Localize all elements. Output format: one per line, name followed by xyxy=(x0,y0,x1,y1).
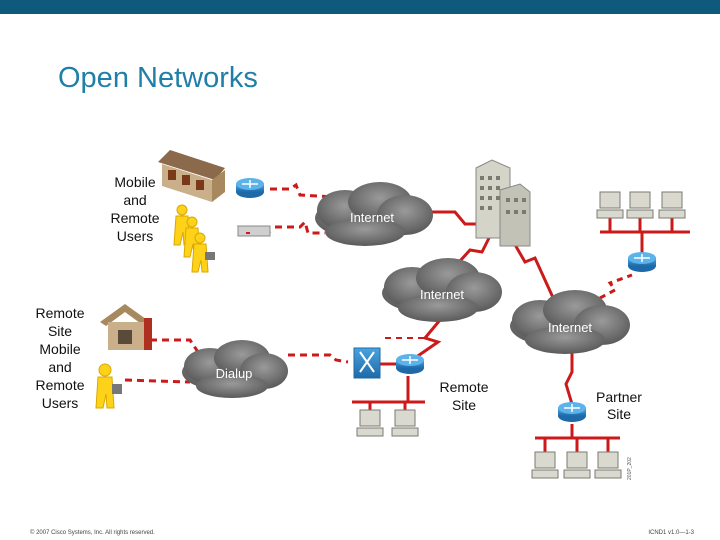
svg-text:and: and xyxy=(48,359,71,375)
link-hq-to-internet-right xyxy=(508,235,557,303)
cloud-icon-dialup: Dialup xyxy=(182,340,288,398)
svg-text:Site: Site xyxy=(607,406,631,422)
label-remote-site-center: Remote Site xyxy=(439,379,488,413)
branch-office-icon xyxy=(158,150,225,202)
cloud-label-internet-right: Internet xyxy=(548,320,592,335)
link-partner-dashed xyxy=(599,273,633,300)
building-icon xyxy=(475,159,531,247)
router-icon-partner xyxy=(558,402,586,422)
svg-text:Remote: Remote xyxy=(35,377,84,393)
svg-text:Mobile: Mobile xyxy=(114,174,155,190)
cloud-label-internet-middle: Internet xyxy=(420,287,464,302)
user-icon-group-top xyxy=(173,204,209,273)
svg-text:Site: Site xyxy=(48,323,72,339)
house-icon xyxy=(100,304,152,350)
label-partner-site: Partner Site xyxy=(596,389,642,422)
svg-text:Remote: Remote xyxy=(110,210,159,226)
svg-text:Partner: Partner xyxy=(596,389,642,405)
svg-text:Remote: Remote xyxy=(439,379,488,395)
workstation-icon-group-partner xyxy=(531,451,622,479)
svg-text:Users: Users xyxy=(42,395,79,411)
cloud-label-dialup: Dialup xyxy=(216,366,253,381)
workstation-icon-group-hq xyxy=(596,191,686,219)
router-icon-remote-site xyxy=(396,354,424,374)
link-internet-mid-to-remote-router xyxy=(411,319,442,362)
header-bar xyxy=(0,0,720,14)
link-branch-to-router xyxy=(270,182,336,199)
page-title: Open Networks xyxy=(58,62,258,94)
network-links xyxy=(124,182,690,452)
modem-icon xyxy=(236,225,272,237)
cloud-icon-internet-right: Internet xyxy=(510,290,630,354)
firewall-icon xyxy=(353,347,381,379)
router-icon-branch xyxy=(236,178,264,198)
svg-text:Mobile: Mobile xyxy=(39,341,80,357)
label-mobile-remote-top: Mobile and Remote Users xyxy=(110,174,159,244)
course-code-footer: ICND1 v1.0—1-3 xyxy=(648,530,694,536)
cloud-icon-internet-top: Internet xyxy=(315,182,433,246)
laptop-icon xyxy=(205,252,215,260)
copyright-footer: © 2007 Cisco Systems, Inc. All rights re… xyxy=(30,530,155,536)
svg-text:Remote: Remote xyxy=(35,305,84,321)
svg-text:Site: Site xyxy=(452,397,476,413)
laptop-icon xyxy=(112,384,122,394)
svg-text:and: and xyxy=(123,192,146,208)
svg-text:Users: Users xyxy=(117,228,154,244)
link-dialup-to-firewall xyxy=(288,353,349,364)
label-mobile-remote-bottom: Mobile and Remote Users xyxy=(35,341,84,411)
cloud-icon-internet-middle: Internet xyxy=(382,258,502,322)
link-users-to-modem xyxy=(275,219,325,235)
link-internet-right-to-partner xyxy=(564,352,574,405)
link-mobile-to-dialup xyxy=(124,378,191,384)
label-remote-site-left: Remote Site xyxy=(35,305,84,339)
router-icon-hq-lan xyxy=(628,252,656,272)
user-icon-bottom xyxy=(95,363,115,409)
workstation-icon-group-remote xyxy=(356,409,419,437)
side-code: 201P_202 xyxy=(627,457,633,480)
cloud-label-internet-top: Internet xyxy=(350,210,394,225)
